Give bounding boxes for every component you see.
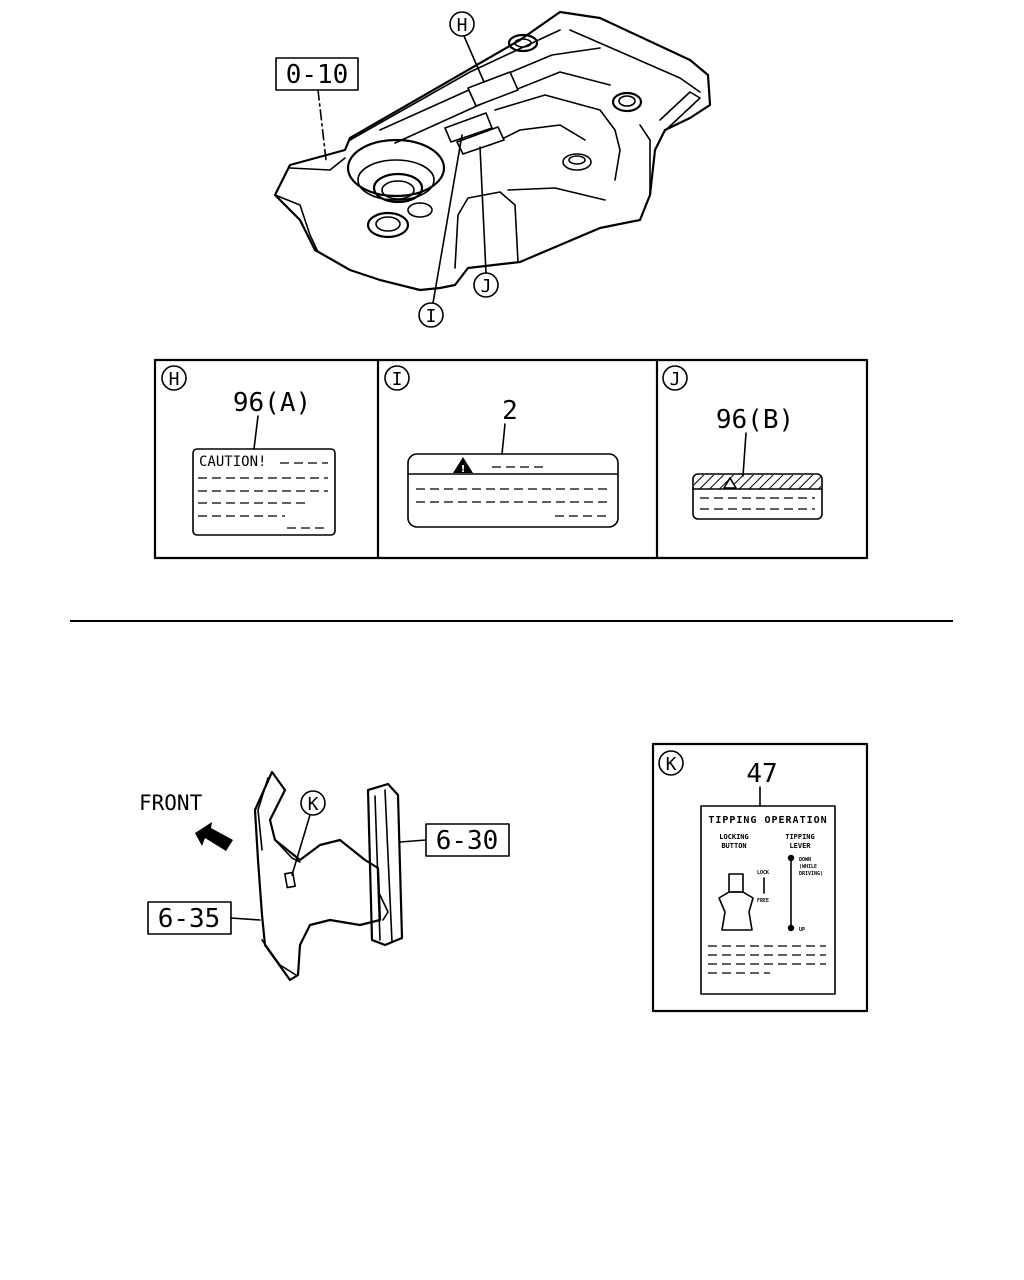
detail-h: H 96(A) CAUTION! [161,365,336,536]
part-ref-6-30: 6-30 [399,823,510,857]
svg-text:6-35: 6-35 [158,904,221,934]
svg-text:FRONT: FRONT [139,791,203,815]
callout-j: J [473,146,499,298]
svg-text:I: I [392,369,403,390]
svg-text:H: H [457,15,468,36]
warning-triangle-small-icon [723,477,737,489]
svg-text:TIPPING OPERATION: TIPPING OPERATION [708,815,827,826]
label-j-position [456,126,505,155]
svg-text:LOCK: LOCK [757,870,769,876]
svg-text:I: I [426,306,437,327]
svg-text:UP: UP [799,927,805,933]
front-arrow-icon [195,822,233,851]
svg-text:K: K [666,754,677,775]
callout-h: H [449,11,485,83]
svg-text:47: 47 [746,759,777,789]
svg-text:0-10: 0-10 [286,60,349,90]
svg-text:96(A): 96(A) [233,388,311,418]
part-ref-6-35: 6-35 [147,901,261,935]
detail-i: I 2 ! [384,365,619,528]
svg-text:96(B): 96(B) [716,405,794,435]
svg-text:J: J [670,369,681,390]
detail-j: J 96(B) [662,365,823,520]
caution-label [192,448,336,536]
svg-text:BUTTON: BUTTON [721,842,746,850]
svg-text:H: H [169,369,180,390]
warning-triangle-icon [453,457,473,473]
tipping-operation-decal [700,805,836,995]
svg-text:DRIVING): DRIVING) [799,871,823,877]
label-h-position [467,71,519,107]
detail-boxes-row [153,358,869,560]
side-panel-drawing [253,770,404,982]
detail-k: K 47 TIPPING OPERATION LOCKING BUTTON TI… [651,742,869,1013]
svg-text:J: J [481,276,492,297]
svg-text:LOCKING: LOCKING [719,833,749,841]
frame-assembly-drawing [273,10,712,292]
label-k-position [284,871,296,889]
svg-text:!: ! [461,464,466,475]
svg-text:LEVER: LEVER [789,842,811,850]
warning-label [407,453,619,528]
svg-text:FREE: FREE [757,898,769,904]
svg-text:K: K [308,794,319,815]
svg-text:2: 2 [502,396,518,426]
locking-button-icon [718,873,754,931]
callout-k-bottom: K [291,790,326,876]
svg-text:TIPPING: TIPPING [785,833,815,841]
svg-text:(WHILE: (WHILE [799,864,817,870]
svg-text:6-30: 6-30 [436,826,499,856]
svg-text:CAUTION!: CAUTION! [199,454,266,470]
part-ref-0-10: 0-10 [275,57,359,161]
hatched-label [692,473,823,520]
callout-i: I [418,134,463,328]
tipping-lever-icon [787,854,795,932]
label-i-position [444,112,493,143]
svg-text:DOWN: DOWN [799,857,811,863]
front-label-group: FRONT [139,791,233,851]
